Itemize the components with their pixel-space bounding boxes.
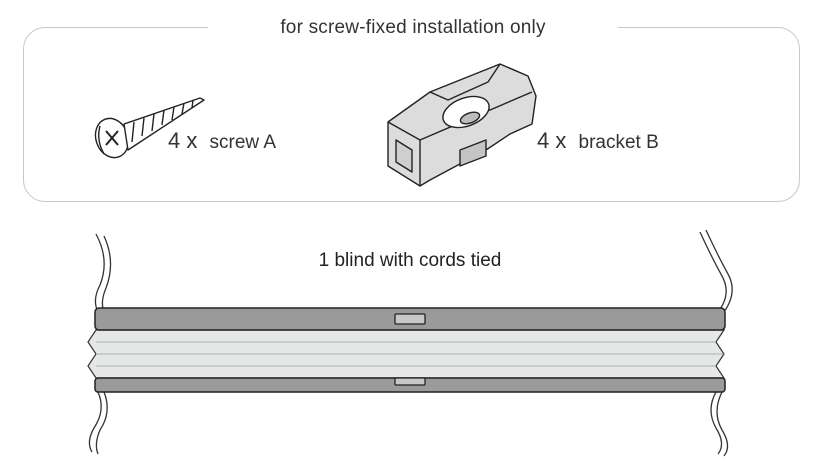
pleated-blind-icon — [87, 307, 726, 393]
cord-left — [88, 233, 112, 455]
panel-title: for screw-fixed installation only — [208, 14, 618, 42]
times-sign: x — [555, 128, 567, 153]
cord-right — [699, 229, 733, 457]
part-screw-quantity: 4 x screw A — [168, 128, 276, 154]
part-bracket-quantity: 4 x bracket B — [537, 128, 659, 154]
bracket-icon — [387, 63, 537, 187]
times-sign: x — [186, 128, 198, 153]
part-count: 4 — [168, 128, 181, 153]
screw-icon — [94, 97, 205, 159]
part-name: bracket B — [578, 132, 659, 153]
blind-label: 1 blind with cords tied — [318, 250, 502, 271]
part-name: screw A — [209, 132, 277, 153]
part-count: 4 — [537, 128, 550, 153]
